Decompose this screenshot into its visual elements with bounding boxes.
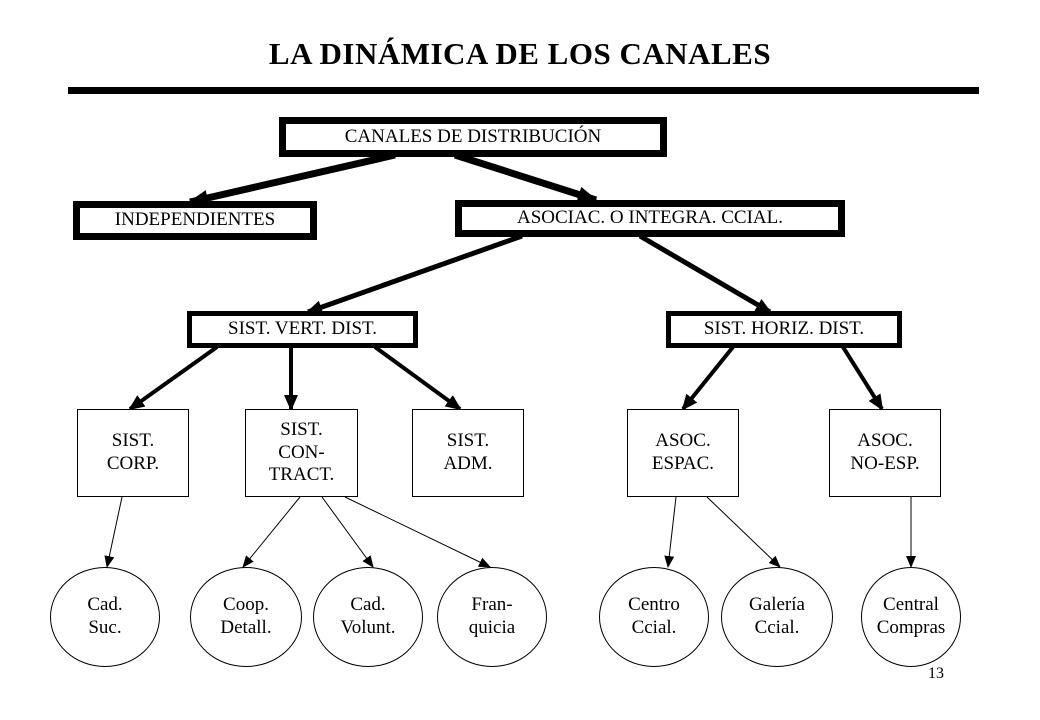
node-franquicia: Fran- quicia: [437, 567, 547, 667]
node-cad-suc: Cad. Suc.: [50, 567, 160, 667]
node-centro-ccial: Centro Ccial.: [599, 567, 709, 667]
edge-shd-noesp: [841, 345, 884, 411]
edge-svd-adm: [373, 345, 462, 411]
edge-svd-corp: [128, 345, 219, 411]
edge-contract-coop: [242, 496, 301, 568]
node-canales-distribucion: CANALES DE DISTRIBUCIÓN: [279, 117, 667, 157]
edge-contract-franq: [344, 496, 491, 568]
page-number: 13: [928, 665, 944, 682]
edge-root-asociac: [453, 151, 598, 204]
node-asoc-no-esp: ASOC. NO-ESP.: [829, 409, 941, 497]
node-coop-detall: Coop. Detall.: [190, 567, 302, 667]
title-underline: [68, 87, 979, 94]
node-cad-volunt: Cad. Volunt.: [313, 567, 423, 667]
node-galeria-ccial: Galería Ccial.: [721, 567, 833, 667]
edge-root-independientes: [188, 151, 396, 206]
node-sist-vert-dist: SIST. VERT. DIST.: [187, 311, 418, 348]
node-asoc-espac: ASOC. ESPAC.: [627, 409, 739, 497]
node-independientes: INDEPENDIENTES: [73, 201, 317, 240]
node-central-compras: Central Compras: [861, 567, 961, 667]
node-sist-corp: SIST. CORP.: [77, 409, 189, 497]
edge-corp-cadsuc: [104, 496, 123, 568]
node-sist-adm: SIST. ADM.: [412, 409, 524, 497]
diagram-title: LA DINÁMICA DE LOS CANALES: [268, 36, 772, 71]
edge-espac-galeria: [706, 496, 781, 568]
edge-espac-centro: [664, 496, 677, 568]
node-asociacion-integracion: ASOCIAC. O INTEGRA. CCIAL.: [455, 200, 845, 237]
node-sist-horiz-dist: SIST. HORIZ. DIST.: [666, 311, 902, 348]
node-sist-contract: SIST. CON- TRACT.: [245, 409, 358, 497]
edge-shd-espac: [681, 345, 735, 411]
edge-asociac-svd: [306, 233, 523, 315]
edge-asociac-shd: [638, 233, 772, 315]
edge-contract-cadvol: [321, 496, 374, 568]
